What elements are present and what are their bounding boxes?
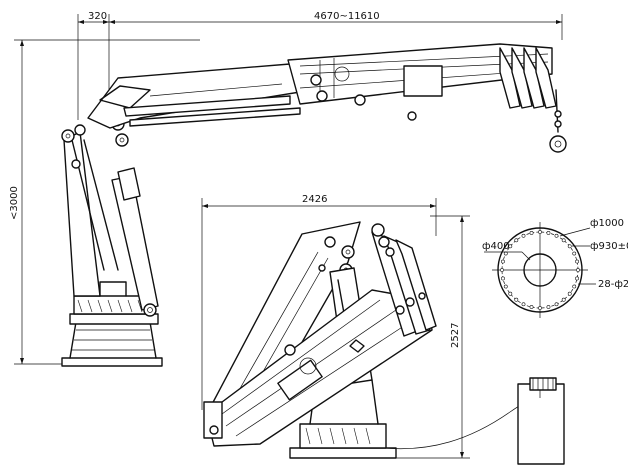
bolt-hole bbox=[561, 297, 566, 302]
dimension-stowed-height: 2527 bbox=[390, 215, 470, 459]
bolt-hole bbox=[554, 302, 559, 307]
bolt-hole bbox=[567, 244, 572, 249]
base-flange-view: ф400 ф1000 ф930±0.2 28-ф25 bbox=[482, 218, 628, 318]
bolt-hole bbox=[572, 251, 577, 256]
bolt-hole bbox=[567, 291, 572, 296]
bolt-hole bbox=[503, 251, 508, 256]
bolt-hole bbox=[514, 238, 519, 243]
bolt-hole bbox=[546, 231, 551, 235]
crane-stowed-view bbox=[203, 221, 541, 459]
bolt-hole bbox=[576, 268, 580, 272]
flange-outer-diameter: ф1000 bbox=[590, 218, 624, 229]
flange-bolt-circle: ф930±0.2 bbox=[590, 241, 628, 252]
control-box bbox=[517, 377, 565, 465]
bolt-hole bbox=[546, 305, 551, 309]
flange-bolt-holes: 28-ф25 bbox=[598, 279, 628, 290]
bolt-hole bbox=[521, 233, 526, 238]
bolt-hole bbox=[514, 297, 519, 302]
dim-stowed-width: 2426 bbox=[302, 194, 327, 205]
bolt-hole bbox=[521, 302, 526, 307]
bolt-hole bbox=[503, 284, 508, 289]
bolt-hole bbox=[501, 276, 505, 281]
bolt-hole bbox=[572, 284, 577, 289]
bolt-hole bbox=[529, 305, 534, 309]
dim-stowed-height: 2527 bbox=[450, 323, 461, 348]
bolt-hole bbox=[508, 291, 513, 296]
bolt-hole bbox=[561, 238, 566, 243]
crane-extended-view bbox=[61, 43, 567, 367]
bolt-hole bbox=[575, 259, 579, 264]
bolt-hole bbox=[501, 259, 505, 264]
dimension-stowed-width: 2426 bbox=[201, 194, 437, 410]
bolt-hole bbox=[575, 276, 579, 281]
bolt-hole bbox=[500, 268, 504, 272]
bolt-hole bbox=[538, 230, 542, 234]
bolt-hole bbox=[529, 231, 534, 235]
bolt-hole bbox=[554, 233, 559, 238]
bolt-hole bbox=[538, 306, 542, 310]
bolt-hole bbox=[508, 244, 513, 249]
dim-reach-range: 4670~11610 bbox=[314, 11, 380, 22]
dimension-top: 320 4670~11610 bbox=[77, 11, 563, 120]
dim-total-height: <3000 bbox=[9, 186, 20, 220]
flange-inner-diameter: ф400 bbox=[482, 241, 510, 252]
dim-pedestal-offset: 320 bbox=[88, 11, 107, 22]
dimension-left: <3000 bbox=[9, 39, 200, 365]
